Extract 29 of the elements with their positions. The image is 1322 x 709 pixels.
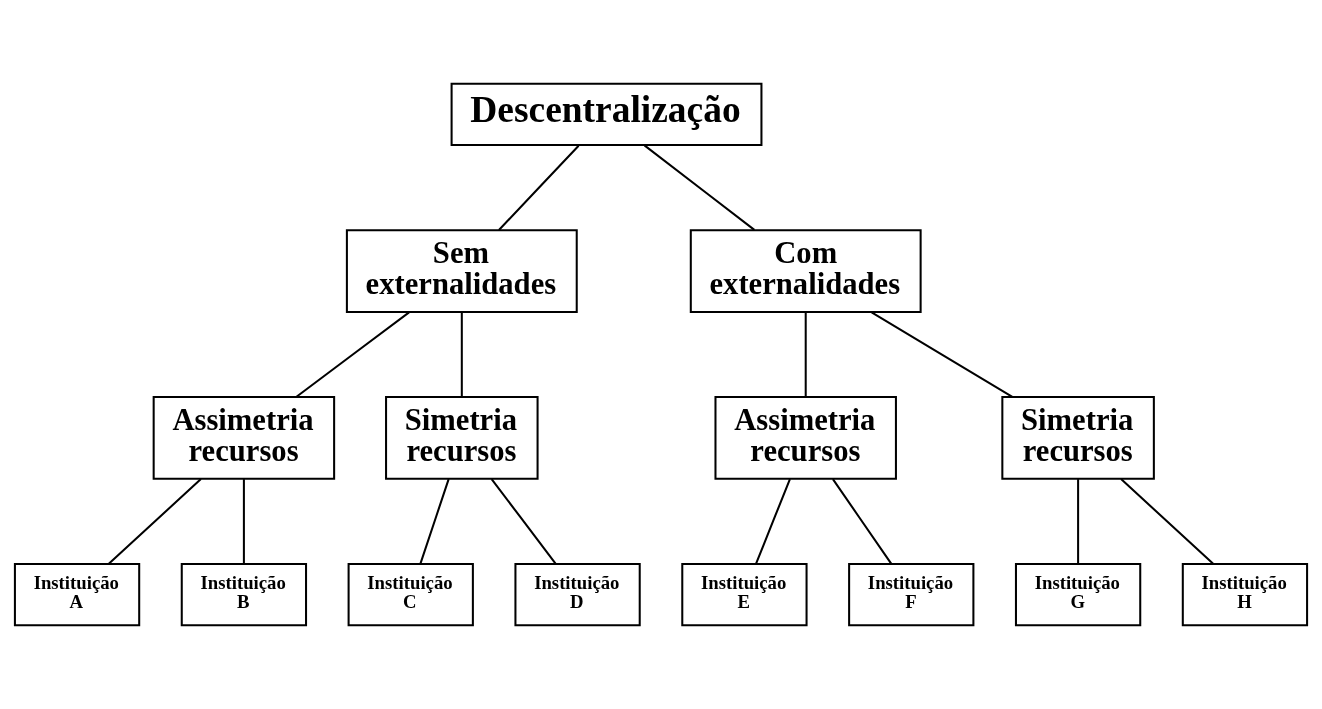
connector — [755, 478, 791, 565]
connector — [643, 144, 755, 231]
node-box: Simetria recursos — [1001, 396, 1155, 480]
node-box: Instituição C — [347, 562, 474, 627]
connector — [460, 312, 463, 398]
node-box: Instituição E — [681, 562, 808, 627]
node-box: Instituição B — [180, 562, 308, 627]
node-box: Instituição H — [1181, 562, 1309, 627]
node-box: Simetria recursos — [385, 396, 539, 480]
connector — [1120, 478, 1214, 565]
connector — [1077, 479, 1080, 564]
node-box: Instituição A — [13, 562, 141, 627]
node-box: Com externalidades — [689, 229, 922, 313]
node-box: Assimetria recursos — [714, 396, 897, 480]
connector — [871, 311, 1014, 398]
connector — [295, 311, 410, 398]
connector — [804, 312, 807, 398]
node-box: Sem externalidades — [345, 229, 578, 313]
connector — [242, 479, 245, 564]
connector — [490, 478, 557, 565]
connector — [832, 478, 892, 565]
connector — [419, 478, 450, 564]
connector — [498, 145, 580, 231]
node-box: Instituição F — [848, 562, 975, 627]
node-box: Instituição G — [1014, 562, 1142, 627]
node-box: Instituição D — [514, 562, 641, 627]
connector — [108, 478, 202, 565]
node-box: Descentralização — [450, 82, 763, 147]
node-box: Assimetria recursos — [152, 396, 336, 480]
